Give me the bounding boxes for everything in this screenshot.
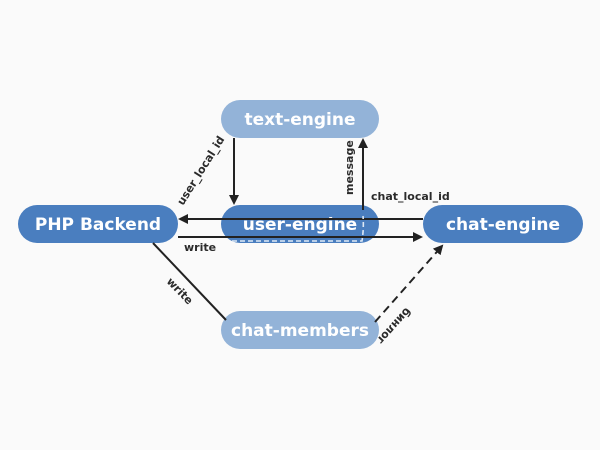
node-text-engine-label: text-engine [244,110,355,130]
node-chat-engine[interactable]: chat-engine [423,205,583,243]
node-php-backend-shape [18,205,178,243]
node-chat-members[interactable]: chat-members [221,311,379,349]
node-php-backend[interactable]: PHP Backend [18,205,178,243]
node-chat-members-label: chat-members [231,321,369,341]
node-text-engine[interactable]: text-engine [221,100,379,138]
node-text-engine-shape [221,100,379,138]
edge-label-user-local-id: user_local_id [175,134,228,208]
node-php-backend-label: PHP Backend [35,215,161,235]
edge-label-message: message [343,140,356,195]
node-user-engine-shape [221,205,379,243]
edge-members-to-chat [374,244,444,323]
edge-label-write-diag: write [164,275,196,307]
node-chat-members-shape [221,311,379,349]
node-chat-engine-label: chat-engine [446,215,560,235]
edge-php-to-members [152,242,227,321]
node-chat-engine-shape [423,205,583,243]
edge-dashed-inner-path [232,215,365,242]
edge-label-chat-local-id: chat_local_id [371,190,450,203]
edge-label-write-top: write [184,241,216,254]
edge-label-backup: бинлог [374,305,414,347]
